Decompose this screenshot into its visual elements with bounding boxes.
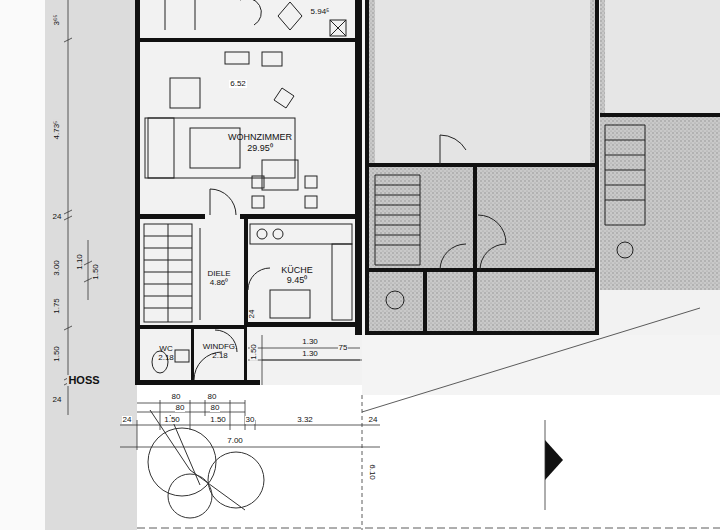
room-area: 2.18 xyxy=(212,351,228,360)
dimension-text: 24 xyxy=(248,309,256,320)
dimension-text: 6.52 xyxy=(229,80,247,88)
dimension-text: 24 xyxy=(52,396,63,404)
dimension-text: 1.50 xyxy=(163,416,181,424)
dimension-text: 3.00 xyxy=(53,259,61,277)
dimension-text: 1.30 xyxy=(301,350,319,358)
room-name: KÜCHE xyxy=(281,265,313,275)
dimension-text: 80 xyxy=(175,404,186,412)
room-label: WC2.18 xyxy=(142,340,190,366)
dimension-text: 24 xyxy=(122,416,133,424)
dimension-text: 1.50 xyxy=(250,343,258,361)
dimension-text: 1.75 xyxy=(53,297,61,315)
dimension-text: 1.50 xyxy=(92,263,100,281)
dimension-text: 80 xyxy=(171,393,182,401)
dimension-text: 7.00 xyxy=(226,437,244,445)
room-name: WOHNZIMMER xyxy=(228,132,292,142)
room-area: 5.94⁵ xyxy=(285,3,355,21)
dimension-text: 1.50 xyxy=(209,416,227,424)
room-name: DIELE xyxy=(207,269,230,278)
dimension-text: 4.73⁵ xyxy=(53,120,61,141)
dimension-text: 1.50 xyxy=(53,345,61,363)
dimension-text: 6.10 xyxy=(368,463,376,481)
dimension-text: 24 xyxy=(52,213,63,221)
room-label: WOHNZIMMER29.95⁰ xyxy=(205,115,315,170)
dimension-text: 24 xyxy=(368,416,379,424)
dimension-text: 3⁶⁵ xyxy=(53,13,61,26)
dimension-text: 80 xyxy=(210,404,221,412)
dimension-text: 30 xyxy=(245,416,256,424)
dimension-text: 3.32 xyxy=(296,416,314,424)
room-label: DIELE4.86⁰ xyxy=(196,258,242,298)
room-area: 5.94⁵ xyxy=(311,7,330,16)
room-label: KÜCHE9.45⁰ xyxy=(262,258,332,292)
room-area: 9.45⁰ xyxy=(287,275,308,285)
dimension-text: 1.30 xyxy=(301,338,319,346)
room-area: 2.18 xyxy=(158,353,174,362)
room-area: 29.95⁰ xyxy=(247,143,273,153)
room-name: WC xyxy=(159,344,172,353)
room-area: 4.86⁰ xyxy=(210,278,229,287)
plan-title: HOSS xyxy=(67,375,100,386)
dimension-text: 80 xyxy=(207,393,218,401)
dimension-text: 1.10 xyxy=(76,253,84,271)
room-label: WINDFG.2.18 xyxy=(196,338,244,364)
room-name: WINDFG. xyxy=(203,342,238,351)
dimension-text: 75 xyxy=(338,344,349,352)
